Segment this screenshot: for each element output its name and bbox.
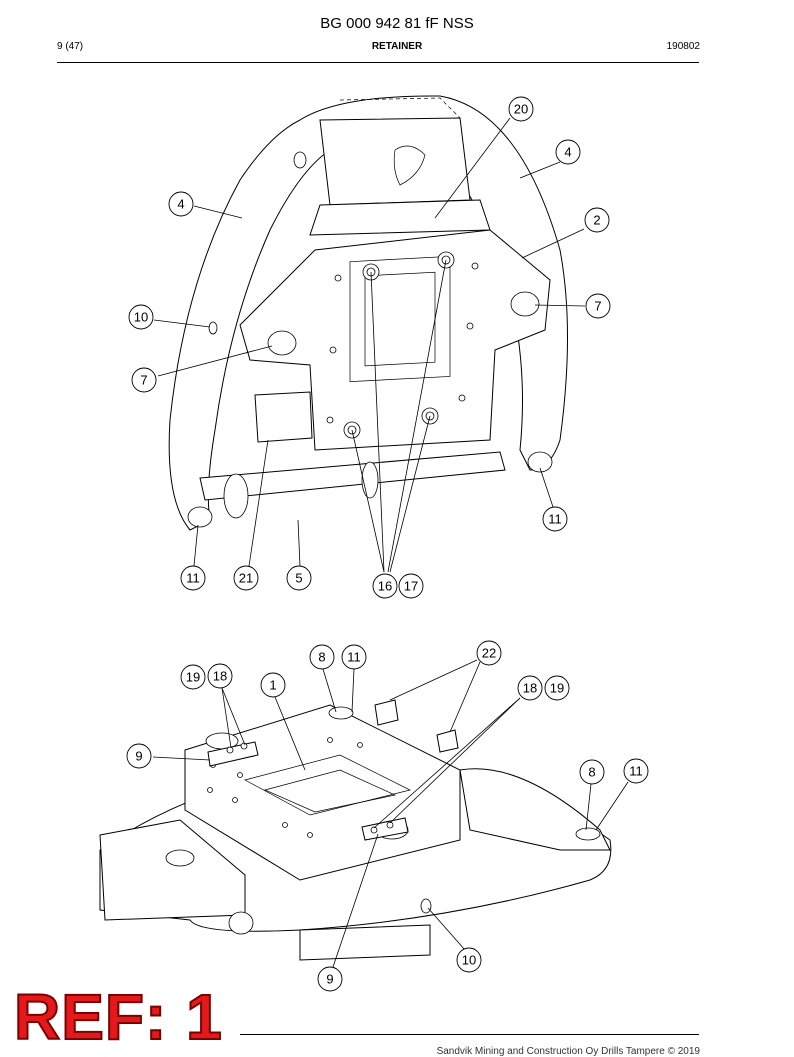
callout-4-left: 4 xyxy=(168,191,194,217)
svg-text:10: 10 xyxy=(134,310,148,325)
callout-7-left: 7 xyxy=(131,367,157,393)
callout-8-top: 8 xyxy=(309,644,335,670)
callout-8-right: 8 xyxy=(579,759,605,785)
document-code: 190802 xyxy=(666,41,700,52)
callout-21: 21 xyxy=(233,565,259,591)
svg-text:11: 11 xyxy=(629,764,643,779)
callout-5: 5 xyxy=(286,565,312,591)
callout-9-bottom: 9 xyxy=(317,966,343,992)
svg-text:7: 7 xyxy=(140,373,147,388)
callout-2: 2 xyxy=(584,207,610,233)
callout-4-right: 4 xyxy=(555,139,581,165)
callout-11-left: 11 xyxy=(180,565,206,591)
callout-18-right: 18 xyxy=(517,675,543,701)
callout-22: 22 xyxy=(476,640,502,666)
callout-10: 10 xyxy=(456,947,482,973)
svg-text:9: 9 xyxy=(135,749,142,764)
svg-text:11: 11 xyxy=(186,571,200,586)
svg-text:17: 17 xyxy=(404,579,418,594)
svg-text:16: 16 xyxy=(378,579,392,594)
callout-7-right: 7 xyxy=(585,293,611,319)
svg-text:9: 9 xyxy=(326,972,333,987)
page-number: 9 (47) xyxy=(57,41,84,52)
svg-text:11: 11 xyxy=(548,512,562,527)
retainer-isometric-view-drawing: 8 11 22 19 18 1 18 19 9 8 11 10 9 xyxy=(99,640,649,992)
callout-1: 1 xyxy=(260,672,286,698)
svg-text:1: 1 xyxy=(269,678,276,693)
callout-11-right: 11 xyxy=(623,758,649,784)
svg-text:4: 4 xyxy=(177,197,184,212)
svg-text:21: 21 xyxy=(239,571,253,586)
callout-16: 16 xyxy=(372,573,398,599)
header-rule xyxy=(57,62,699,63)
svg-text:18: 18 xyxy=(523,681,537,696)
svg-text:10: 10 xyxy=(462,953,476,968)
svg-text:20: 20 xyxy=(514,102,528,117)
svg-text:8: 8 xyxy=(588,765,595,780)
callout-10: 10 xyxy=(128,304,154,330)
svg-text:7: 7 xyxy=(594,299,601,314)
footer-copyright: Sandvik Mining and Construction Oy Drill… xyxy=(436,1046,700,1057)
callout-11-right: 11 xyxy=(542,506,568,532)
callout-19-left: 19 xyxy=(180,664,206,690)
callout-20: 20 xyxy=(508,96,534,122)
svg-text:2: 2 xyxy=(593,213,600,228)
svg-text:11: 11 xyxy=(347,650,361,665)
callout-18-left: 18 xyxy=(207,663,233,689)
callout-9-left: 9 xyxy=(126,743,152,769)
document-title: BG 000 942 81 fF NSS xyxy=(320,15,474,32)
svg-text:18: 18 xyxy=(213,669,227,684)
callout-17: 17 xyxy=(398,573,424,599)
svg-text:4: 4 xyxy=(564,145,571,160)
svg-text:5: 5 xyxy=(295,571,302,586)
section-title: RETAINER xyxy=(371,41,423,52)
svg-text:8: 8 xyxy=(318,650,325,665)
ref-stamp: REF: 1 xyxy=(13,981,223,1053)
svg-text:19: 19 xyxy=(550,681,564,696)
footer-rule xyxy=(240,1034,699,1035)
svg-text:19: 19 xyxy=(186,670,200,685)
callout-19-right: 19 xyxy=(544,675,570,701)
retainer-front-view-drawing: 20 4 4 2 10 7 7 11 11 21 5 16 17 xyxy=(128,95,611,599)
callout-11-top: 11 xyxy=(341,644,367,670)
svg-text:22: 22 xyxy=(482,646,496,661)
